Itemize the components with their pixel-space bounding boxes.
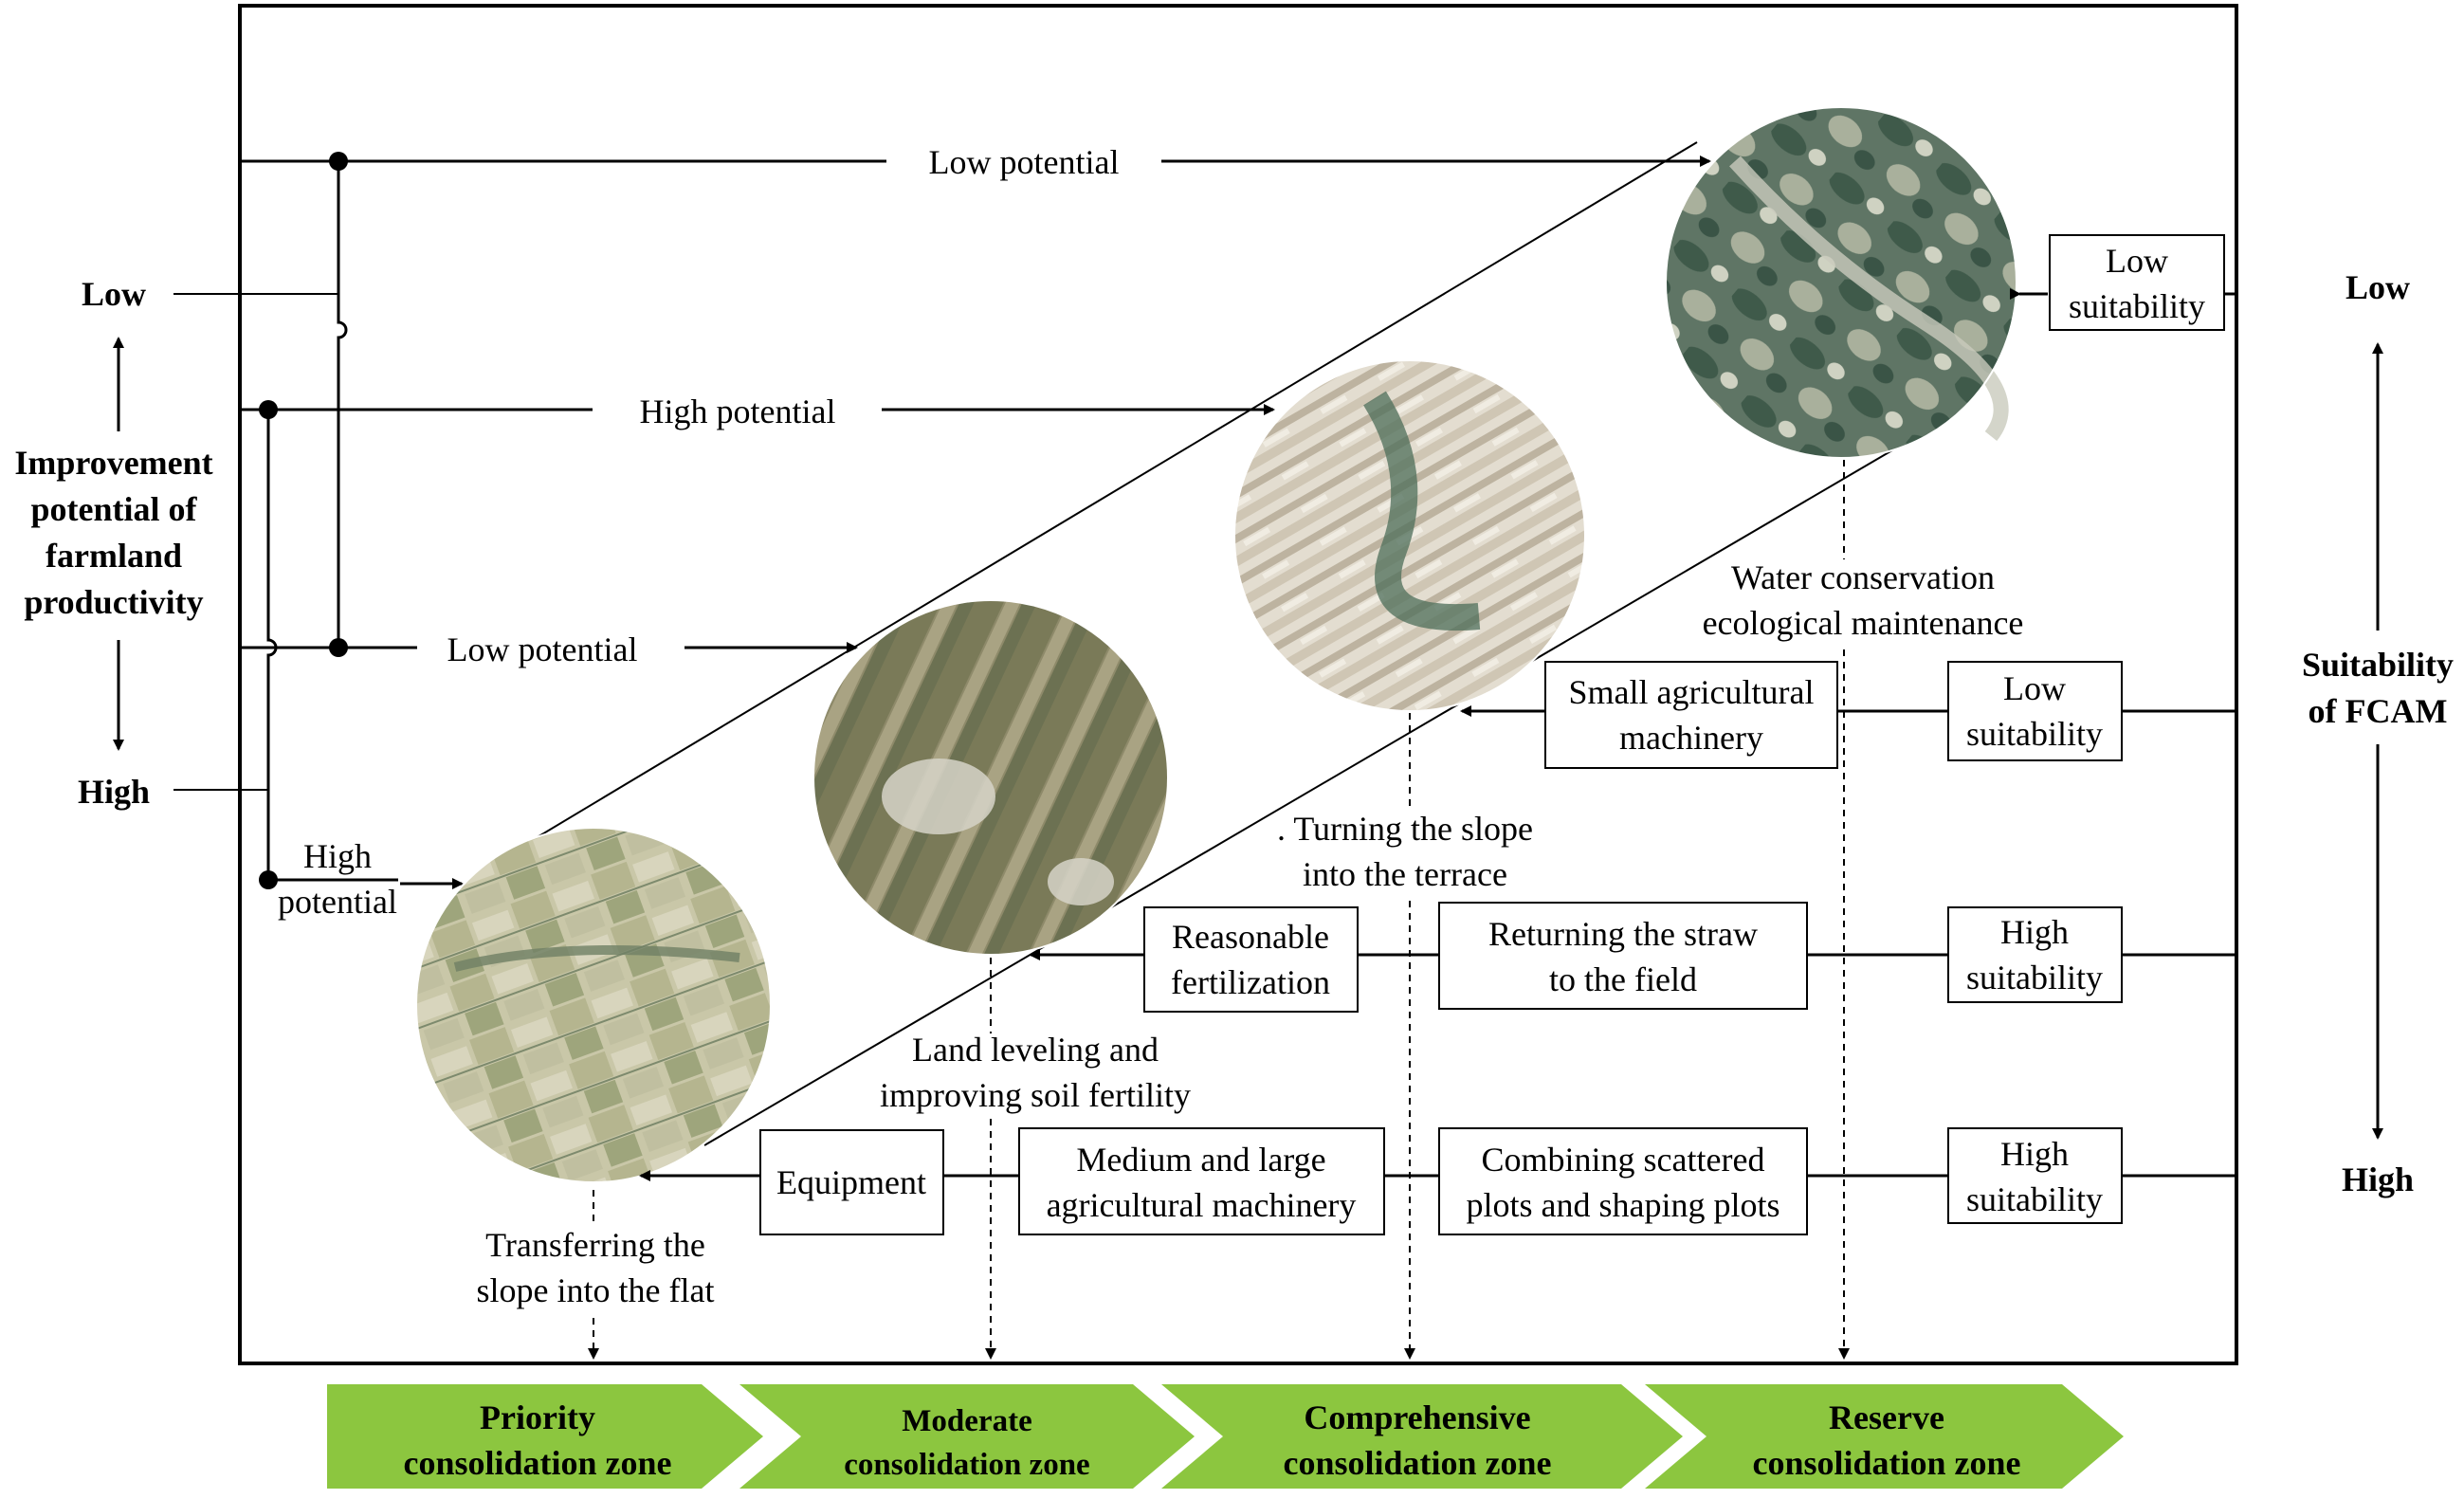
slope-flat-line1: Transferring the — [485, 1226, 705, 1264]
land-leveling-line2: improving soil fertility — [880, 1076, 1191, 1114]
equipment-box — [759, 1129, 944, 1235]
terrace-line2: into the terrace — [1303, 855, 1507, 893]
small-machinery-line1: Small agricultural — [1569, 673, 1815, 711]
left-axis-title-line1: Improvement — [14, 444, 212, 482]
right-axis-title-line2: of FCAM — [2309, 692, 2448, 730]
zone-priority-line2: consolidation zone — [403, 1444, 671, 1482]
medium-large-machinery-line2: agricultural machinery — [1047, 1186, 1357, 1224]
zone-reserve: Reserve consolidation zone — [1645, 1384, 2124, 1489]
flow-row4-label-line2: potential — [278, 883, 397, 921]
zone-moderate-chevron — [739, 1384, 1195, 1489]
water-conservation-line1: Water conservation — [1731, 558, 1995, 596]
envelope-upper-line — [483, 141, 1698, 870]
zone-comprehensive-chevron — [1161, 1384, 1683, 1489]
returning-straw-line2: to the field — [1549, 960, 1697, 998]
zone-reserve-chevron — [1645, 1384, 2124, 1489]
water-conservation-line2: ecological maintenance — [1703, 604, 2024, 642]
zone-moderate: Moderate consolidation zone — [739, 1384, 1195, 1489]
low-suitability-mid-line1: Low — [2003, 669, 2066, 707]
zone-comprehensive: Comprehensive consolidation zone — [1161, 1384, 1683, 1489]
high-suitability-2-line1: High — [2000, 1135, 2069, 1173]
combining-plots-line1: Combining scattered — [1482, 1141, 1765, 1179]
zone-priority-line1: Priority — [480, 1398, 595, 1436]
high-suitability-2-box — [1947, 1127, 2123, 1224]
low-suitability-mid-line2: suitability — [1966, 715, 2103, 753]
zone-moderate-line1: Moderate — [902, 1404, 1031, 1438]
medium-large-machinery-line1: Medium and large — [1076, 1141, 1325, 1179]
right-axis-bottom-label: High — [2342, 1161, 2414, 1198]
right-axis-top-label: Low — [2345, 268, 2410, 306]
left-axis-title-line4: productivity — [24, 583, 203, 621]
high-suitability-1-line1: High — [2000, 913, 2069, 951]
low-suitability-top-line2: suitability — [2069, 287, 2205, 325]
aerial-image-comprehensive — [1233, 359, 1586, 712]
zone-comprehensive-line2: consolidation zone — [1283, 1444, 1551, 1482]
zone-moderate-line2: consolidation zone — [844, 1448, 1089, 1482]
reasonable-fertilization-box — [1143, 906, 1359, 1013]
left-axis-title-line2: potential of — [31, 490, 198, 528]
left-axis-top-label: Low — [82, 275, 146, 313]
low-suitability-top-box — [2049, 234, 2225, 331]
flow-row2-label: High potential — [640, 393, 836, 430]
left-axis-bottom-label: High — [78, 773, 150, 811]
returning-straw-line1: Returning the straw — [1488, 915, 1758, 953]
high-suitability-2-line2: suitability — [1966, 1180, 2103, 1218]
left-axis-title-line3: farmland — [46, 537, 182, 575]
zone-reserve-line1: Reserve — [1829, 1398, 1944, 1436]
zone-reserve-line2: consolidation zone — [1752, 1444, 2020, 1482]
flow-row4-label-line1: High — [303, 837, 372, 875]
zone-comprehensive-line1: Comprehensive — [1304, 1398, 1530, 1436]
high-suitability-1-box — [1947, 906, 2123, 1003]
returning-straw-box — [1438, 902, 1808, 1010]
terrace-line1: . Turning the slope — [1277, 810, 1533, 848]
low-suitability-top-line1: Low — [2106, 242, 2168, 280]
high-suitability-1-line2: suitability — [1966, 959, 2103, 996]
flow-row1-label: Low potential — [929, 143, 1120, 181]
envelope-lower-line — [703, 430, 1926, 1146]
medium-large-machinery-box — [1018, 1127, 1385, 1235]
land-leveling-line1: Land leveling and — [912, 1031, 1159, 1069]
small-machinery-box — [1544, 661, 1838, 769]
small-machinery-line2: machinery — [1619, 719, 1763, 757]
combining-plots-box — [1438, 1127, 1808, 1235]
equipment-label: Equipment — [776, 1163, 926, 1201]
low-suitability-mid-box — [1947, 661, 2123, 761]
reasonable-fertilization-line2: fertilization — [1171, 963, 1330, 1001]
left-bus-line-outer — [266, 410, 278, 880]
aerial-image-moderate — [812, 599, 1169, 956]
zone-priority-chevron — [327, 1384, 763, 1489]
aerial-image-priority — [415, 827, 772, 1183]
combining-plots-line2: plots and shaping plots — [1467, 1186, 1780, 1224]
zone-priority: Priority consolidation zone — [327, 1384, 763, 1489]
main-frame — [238, 4, 2238, 1365]
reasonable-fertilization-line1: Reasonable — [1172, 918, 1329, 956]
flow-row3-label: Low potential — [447, 631, 638, 668]
aerial-image-reserve — [1665, 106, 2017, 459]
left-bus-line-inner — [337, 161, 348, 648]
slope-flat-line2: slope into the flat — [477, 1271, 715, 1309]
right-axis-title-line1: Suitability — [2302, 646, 2454, 684]
